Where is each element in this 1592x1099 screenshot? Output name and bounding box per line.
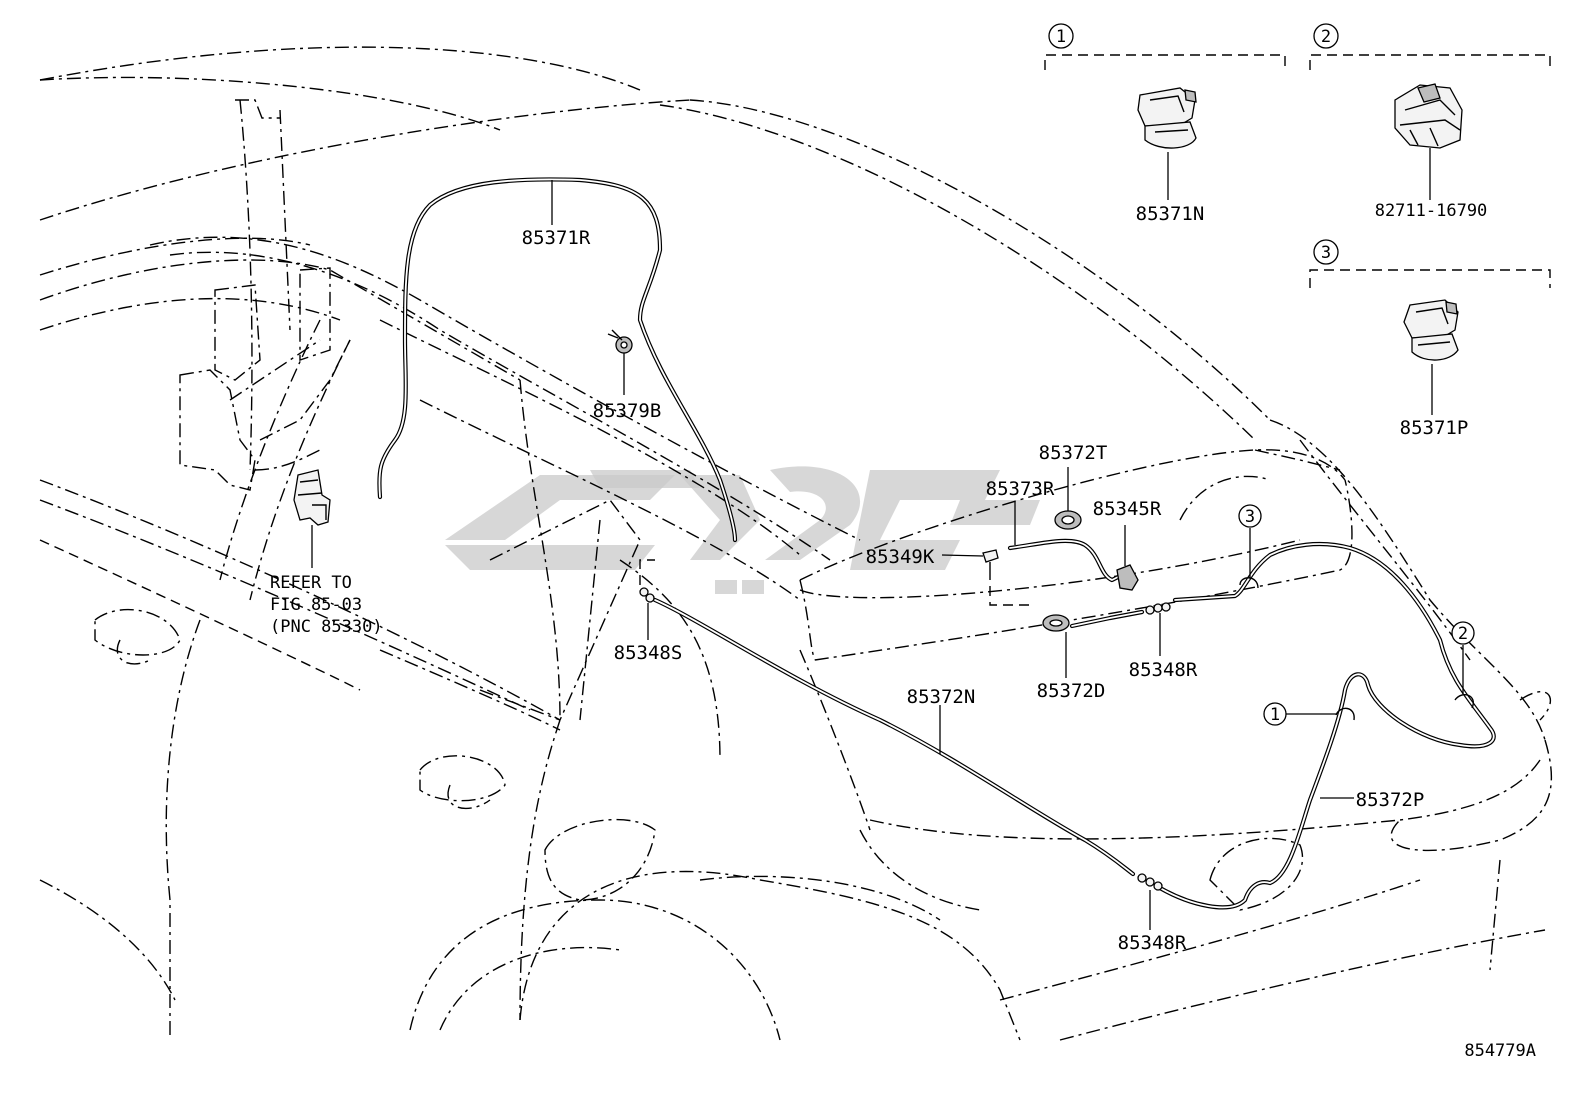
clamp-1-on-hose: 1 bbox=[1263, 702, 1355, 726]
callout-85345R: 85345R bbox=[1093, 498, 1162, 520]
inset-2-marker: 2 bbox=[1321, 27, 1331, 47]
inset-3: 3 bbox=[1309, 239, 1551, 415]
hose-85372N bbox=[652, 597, 1136, 877]
marker-2-label: 2 bbox=[1458, 624, 1468, 644]
clamp-2-on-hose: 2 bbox=[1451, 621, 1475, 709]
callout-85348S: 85348S bbox=[614, 642, 683, 664]
refer-line-1: REFER TO bbox=[270, 573, 352, 593]
callout-85348R-lower: 85348R bbox=[1118, 932, 1187, 954]
nozzle-85372D bbox=[1042, 614, 1070, 678]
washer-tank-area bbox=[179, 267, 331, 491]
callout-85372D: 85372D bbox=[1037, 680, 1106, 702]
clip-icon-85371P bbox=[1403, 299, 1459, 361]
hose-85372D bbox=[1069, 609, 1145, 629]
grommet-85379B bbox=[607, 329, 633, 395]
watermark-logo bbox=[445, 466, 1040, 594]
callout-85372P: 85372P bbox=[1356, 789, 1425, 811]
hose-leaders bbox=[551, 180, 1354, 799]
hose-85372P bbox=[1157, 541, 1496, 910]
refer-note: REFER TO FIG 85-03 (PNC 85330) bbox=[270, 573, 383, 637]
refer-line-2: FIG 85-03 bbox=[270, 595, 362, 615]
connector-85345R bbox=[1116, 525, 1139, 591]
diagram-id: 854779A bbox=[1464, 1041, 1536, 1061]
callout-85379B: 85379B bbox=[593, 400, 662, 422]
callout-85371R: 85371R bbox=[522, 227, 591, 249]
inset-1-marker: 1 bbox=[1056, 27, 1066, 47]
callout-85349K: 85349K bbox=[866, 546, 935, 568]
joint-85348S bbox=[639, 559, 655, 640]
callout-85371P: 85371P bbox=[1400, 417, 1469, 439]
callout-85348R-upper: 85348R bbox=[1129, 659, 1198, 681]
inset-1: 1 bbox=[1044, 23, 1286, 200]
joint-85348R-lower bbox=[1137, 873, 1163, 930]
clip-icon-82711-16790 bbox=[1394, 83, 1463, 149]
vehicle-body-outline bbox=[39, 46, 1553, 1041]
clamp-3-on-hose: 3 bbox=[1238, 504, 1262, 589]
marker-3-label: 3 bbox=[1245, 507, 1255, 527]
callout-85372N: 85372N bbox=[907, 686, 976, 708]
callout-85372T: 85372T bbox=[1039, 442, 1108, 464]
washer-pump bbox=[293, 469, 331, 568]
marker-1-label: 1 bbox=[1270, 705, 1280, 725]
joint-85349K bbox=[941, 549, 1035, 606]
callout-82711-16790: 82711-16790 bbox=[1375, 201, 1488, 221]
refer-line-3: (PNC 85330) bbox=[270, 617, 383, 637]
hose-85371R bbox=[377, 177, 738, 543]
callout-85371N: 85371N bbox=[1136, 203, 1205, 225]
hose-85373R bbox=[1007, 538, 1123, 583]
callout-85373R: 85373R bbox=[986, 478, 1055, 500]
clip-icon-85371N bbox=[1137, 87, 1197, 149]
nozzle-85372T bbox=[1054, 467, 1082, 530]
inset-2: 2 bbox=[1309, 23, 1551, 200]
inset-3-marker: 3 bbox=[1321, 243, 1331, 263]
joint-85348R-upper bbox=[1145, 602, 1171, 656]
callout-labels: 85371R 85379B 85372T 85373R 85345R 85349… bbox=[522, 201, 1488, 954]
